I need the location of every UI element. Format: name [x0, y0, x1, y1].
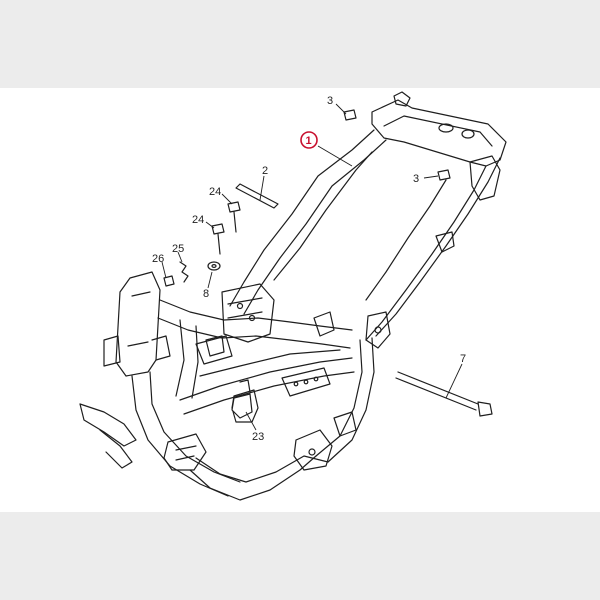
callout-3-right: 3 — [413, 173, 419, 185]
part-bolt-lower — [211, 223, 225, 235]
callout-23: 23 — [252, 431, 264, 443]
part-long-bolt-2 — [395, 377, 477, 411]
part-nut-right — [437, 169, 451, 181]
leader-24-upper — [221, 193, 233, 205]
rear-tab — [393, 91, 411, 107]
part-bolt-lower-shank — [217, 233, 221, 255]
plate-hole-2 — [248, 314, 256, 322]
right-lower-bracket — [365, 311, 391, 349]
front-top-cross — [159, 299, 353, 331]
callout-25: 25 — [172, 243, 184, 255]
leader-24-lower — [205, 221, 215, 229]
left-cross-tab — [205, 335, 225, 357]
rear-lower-mount-hole — [308, 448, 316, 456]
mid-cross-tube — [199, 349, 341, 377]
inner-gusset — [195, 335, 233, 365]
floor-rail-left-inner — [183, 371, 355, 415]
right-upper-tube-inner — [365, 165, 487, 341]
leader-1 — [317, 145, 353, 167]
rear-hole-2 — [461, 129, 475, 139]
main-part-ring — [300, 131, 318, 149]
leader-8 — [207, 271, 213, 289]
lower-center-bracket-pin — [239, 379, 251, 393]
callout-3-top: 3 — [327, 95, 333, 107]
leader-lines — [161, 103, 463, 431]
part-long-bolt-head — [477, 401, 493, 417]
right-upper-tube-outer — [375, 157, 501, 337]
rear-lower-mount — [293, 429, 333, 471]
part-washer — [207, 261, 221, 271]
part-bolt-upper — [227, 201, 241, 213]
head-pipe — [115, 271, 161, 377]
perforated-plate — [281, 367, 331, 397]
callouts: 1 2 3 3 7 8 23 24 24 25 26 — [152, 95, 466, 443]
leader-7 — [445, 363, 463, 399]
bottom-bracket — [163, 433, 207, 471]
head-pipe-bracket — [103, 335, 121, 367]
part-long-bolt — [397, 371, 479, 405]
front-top-cross-2 — [157, 317, 351, 349]
leader-26 — [161, 261, 167, 279]
frame-assembly — [79, 91, 507, 501]
rear-hole-1 — [438, 123, 454, 133]
right-rear-bracket — [469, 155, 501, 201]
floor-rail-left — [179, 357, 353, 401]
callout-1: 1 — [306, 135, 312, 147]
part-small-bolt — [163, 275, 175, 287]
callout-24-upper: 24 — [209, 186, 221, 198]
perf-hole-1 — [293, 381, 299, 387]
left-side-stay-2 — [99, 429, 133, 469]
front-down-tube-inner — [149, 371, 241, 483]
callout-26: 26 — [152, 253, 164, 265]
right-cross-tab — [313, 311, 335, 337]
rear-cross-inner — [383, 115, 493, 147]
leader-25 — [177, 251, 183, 263]
left-side-stay — [79, 403, 137, 447]
inner-brace-left — [273, 151, 373, 281]
leader-2 — [259, 175, 265, 201]
part-nut-top — [343, 109, 357, 121]
part-bracket-23 — [231, 393, 253, 419]
part-bar — [235, 183, 279, 209]
bracket-hole — [374, 326, 382, 334]
front-down-tube-outer — [131, 375, 229, 497]
center-mount-plate — [221, 283, 275, 343]
head-pipe-inner — [127, 291, 151, 347]
floor-rail-right-inner — [327, 337, 375, 463]
part-washer-hole — [211, 264, 217, 269]
callout-8: 8 — [203, 288, 209, 300]
rear-lower-tab — [333, 411, 357, 437]
lower-loop-outer — [189, 455, 317, 501]
inner-vertical — [175, 319, 199, 399]
perf-hole-2 — [303, 379, 309, 385]
left-upper-tube-inner — [243, 139, 387, 315]
head-pipe-side-tab — [151, 335, 171, 361]
part-bolt-upper-shank — [233, 211, 237, 233]
callout-24-lower: 24 — [192, 214, 204, 226]
callout-7: 7 — [460, 353, 466, 365]
leader-3-top — [335, 103, 347, 115]
plate-hole-1 — [236, 302, 244, 310]
floor-rail-right — [315, 339, 363, 457]
lower-loop-inner — [195, 455, 329, 483]
left-upper-tube-outer — [229, 129, 375, 307]
leader-3-right — [423, 175, 439, 179]
center-mount-plate-edge — [227, 297, 263, 319]
leader-23 — [245, 411, 257, 431]
inner-brace-right — [365, 179, 447, 301]
rear-cross-member — [371, 99, 507, 167]
callout-2: 2 — [262, 165, 268, 177]
perf-hole-3 — [313, 376, 319, 382]
part-spring-clip — [179, 261, 189, 283]
bottom-bracket-holes — [175, 445, 197, 461]
right-mid-bracket — [435, 231, 455, 253]
